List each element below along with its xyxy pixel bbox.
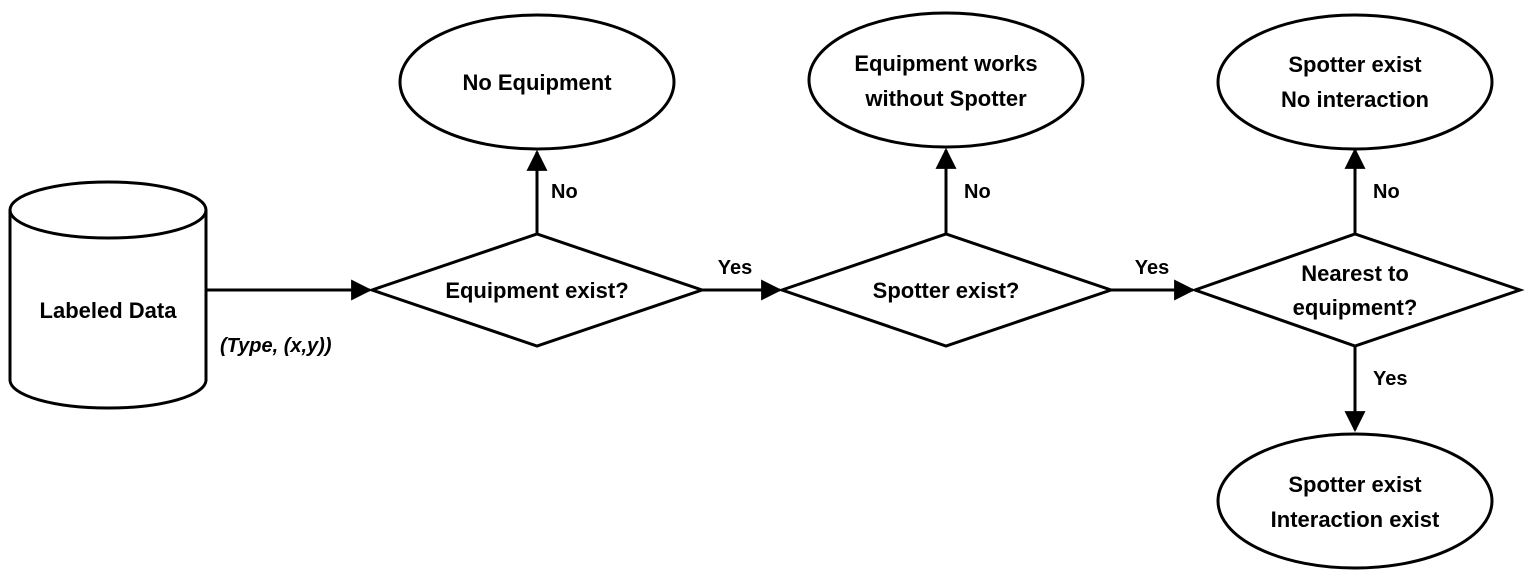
interaction-exist-terminal: Spotter exist Interaction exist xyxy=(1216,432,1494,570)
nearest-line1: Nearest to xyxy=(1301,261,1409,286)
labeled-data-label: Labeled Data xyxy=(40,298,178,323)
no-equipment-terminal: No Equipment xyxy=(398,13,676,151)
equipment-exist-label: Equipment exist? xyxy=(445,278,628,303)
no-interaction-line1: Spotter exist xyxy=(1288,52,1422,77)
no-interaction-line2: No interaction xyxy=(1281,87,1429,112)
spotter-yes-label: Yes xyxy=(1135,257,1169,279)
works-without-spotter-terminal: Equipment works without Spotter xyxy=(807,11,1085,149)
equipment-yes-label: Yes xyxy=(718,257,752,279)
equipment-exist-decision: Equipment exist? xyxy=(367,232,707,348)
spotter-exist-decision: Spotter exist? xyxy=(777,232,1116,348)
nearest-no-label: No xyxy=(1373,181,1400,203)
interaction-line2: Interaction exist xyxy=(1271,507,1440,532)
input-annotation: (Type, (x,y)) xyxy=(220,335,332,357)
no-equipment-label: No Equipment xyxy=(462,70,612,95)
works-without-line1: Equipment works xyxy=(854,51,1037,76)
works-without-line2: without Spotter xyxy=(864,86,1027,111)
nearest-decision: Nearest to equipment? xyxy=(1190,232,1525,348)
equipment-no-label: No xyxy=(551,181,578,203)
interaction-line1: Spotter exist xyxy=(1288,472,1422,497)
no-interaction-terminal: Spotter exist No interaction xyxy=(1216,13,1494,151)
nearest-yes-label: Yes xyxy=(1373,368,1407,390)
spotter-no-label: No xyxy=(964,181,991,203)
spotter-exist-label: Spotter exist? xyxy=(873,278,1020,303)
labeled-data-database: Labeled Data xyxy=(8,180,208,410)
nearest-line2: equipment? xyxy=(1293,295,1418,320)
